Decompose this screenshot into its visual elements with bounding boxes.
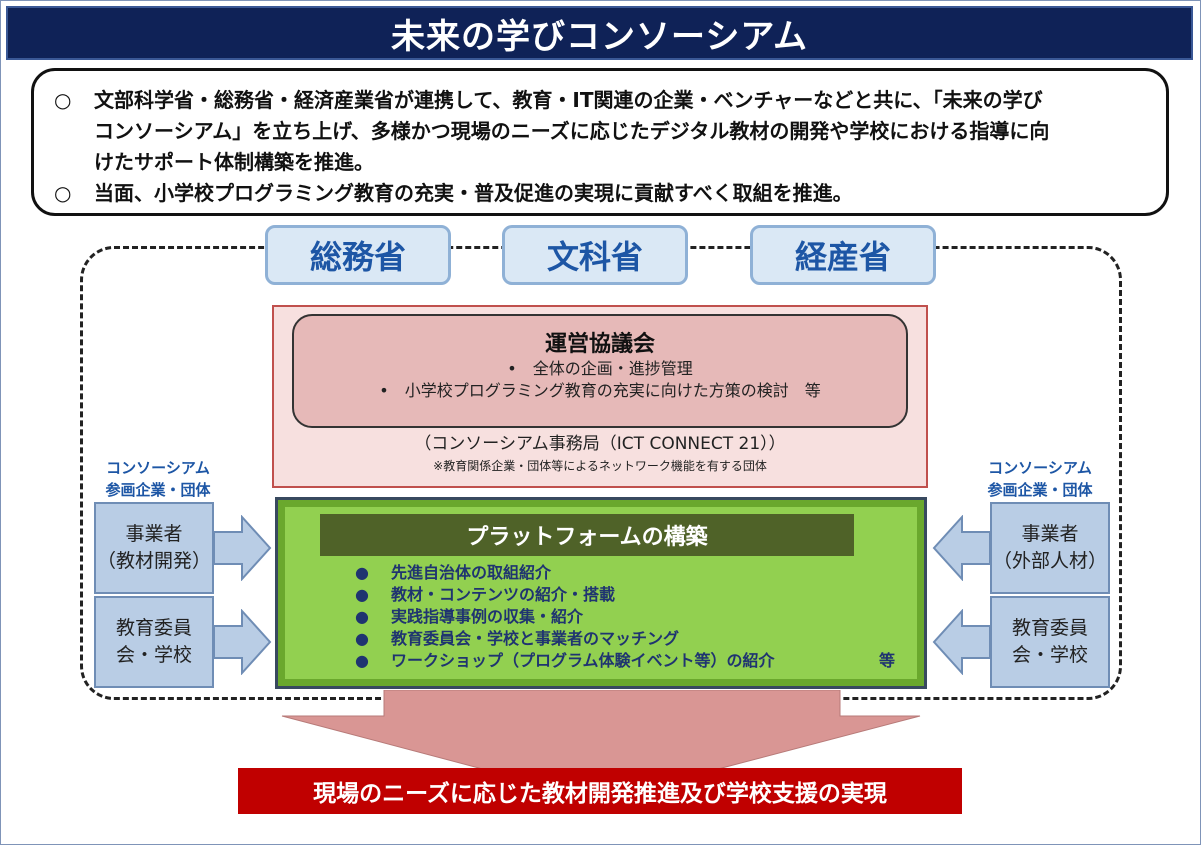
actor-line: 教育委員 (115, 617, 192, 639)
council-item: • 全体の企画・進捗管理 (507, 359, 693, 378)
actor-line: 教育委員 (1011, 617, 1088, 639)
circle-bullet-icon: ○ (54, 181, 72, 205)
platform-item: ● 実践指導事例の収集・紹介 (355, 606, 915, 628)
platform-item-text: 実践指導事例の収集・紹介 (391, 607, 584, 626)
side-label-line: コンソーシアム (988, 459, 1092, 477)
actor-line: 事業者 (1021, 523, 1079, 545)
actor-line: 会・学校 (115, 644, 192, 666)
intro-line: コンソーシアム」を立ち上げ、多様かつ現場のニーズに応じたデジタル教材の開発や学校… (94, 119, 1050, 143)
platform-item-text: 教育委員会・学校と事業者のマッチング (391, 629, 680, 648)
council-item: • 小学校プログラミング教育の充実に向けた方策の検討 等 (379, 381, 821, 400)
intro-text: 文部科学省・総務省・経済産業省が連携して、教育・IT関連の企業・ベンチャーなどと… (94, 85, 1049, 178)
result-banner: 現場のニーズに応じた教材開発推進及び学校支援の実現 (238, 768, 962, 814)
council-note: ※教育関係企業・団体等によるネットワーク機能を有する団体 (433, 459, 767, 473)
side-label-line: 参画企業・団体 (987, 481, 1093, 499)
bullet-dot-icon: ● (355, 563, 369, 582)
side-label-right: コンソーシアム 参画企業・団体 (965, 457, 1115, 501)
actor-right-top: 事業者 （外部人材） (990, 502, 1110, 594)
circle-bullet-icon: ○ (54, 88, 72, 112)
bullet-dot-icon: ● (355, 607, 369, 626)
platform-trailing: 等 (878, 651, 895, 670)
platform-item: ● 先進自治体の取組紹介 (355, 562, 915, 584)
council-box: 運営協議会 • 全体の企画・進捗管理 • 小学校プログラミング教育の充実に向けた… (292, 314, 908, 428)
council-secretariat: （コンソーシアム事務局（ICT CONNECT 21）） (414, 434, 786, 454)
intro-line: 当面、小学校プログラミング教育の充実・普及促進の実現に貢献すべく取組を推進。 (94, 181, 853, 205)
platform-item: ● 教材・コンテンツの紹介・搭載 (355, 584, 915, 606)
platform-list: ● 先進自治体の取組紹介 ● 教材・コンテンツの紹介・搭載 ● 実践指導事例の収集・紹… (355, 562, 915, 672)
platform-item: ● 教育委員会・学校と事業者のマッチング (355, 628, 915, 650)
intro-box: ○ 文部科学省・総務省・経済産業省が連携して、教育・IT関連の企業・ベンチャーな… (31, 68, 1169, 216)
actor-line: 会・学校 (1011, 644, 1088, 666)
side-label-line: 参画企業・団体 (105, 481, 211, 499)
arrow-left-icon (932, 609, 991, 675)
actor-right-bottom: 教育委員会・学校 (990, 596, 1110, 688)
side-label-line: コンソーシアム (106, 459, 210, 477)
platform-item: ● ワークショップ（プログラム体験イベント等）の紹介 等 (355, 650, 915, 672)
big-down-arrow-icon (281, 690, 921, 801)
ministry-soumu: 総務省 (265, 225, 451, 285)
intro-line: 文部科学省・総務省・経済産業省が連携して、教育・IT関連の企業・ベンチャーなどと… (94, 88, 1043, 112)
bullet-dot-icon: ● (355, 629, 369, 648)
arrow-right-icon (213, 515, 272, 581)
platform-item-text: 教材・コンテンツの紹介・搭載 (391, 585, 616, 604)
bullet-dot-icon: ● (355, 585, 369, 604)
actor-line: （教材開発） (96, 550, 211, 572)
actor-left-top: 事業者 （教材開発） (94, 502, 214, 594)
intro-item: ○ 文部科学省・総務省・経済産業省が連携して、教育・IT関連の企業・ベンチャーな… (54, 85, 1146, 178)
ministry-monka: 文科省 (502, 225, 688, 285)
page-title: 未来の学びコンソーシアム (6, 6, 1193, 60)
platform-item-text: ワークショップ（プログラム体験イベント等）の紹介 (391, 651, 775, 670)
actor-left-bottom: 教育委員会・学校 (94, 596, 214, 688)
intro-item: ○ 当面、小学校プログラミング教育の充実・普及促進の実現に貢献すべく取組を推進。 (54, 178, 1146, 209)
intro-line: けたサポート体制構築を推進。 (94, 150, 374, 174)
arrow-right-icon (213, 609, 272, 675)
bullet-dot-icon: ● (355, 651, 369, 670)
side-label-left: コンソーシアム 参画企業・団体 (83, 457, 233, 501)
council-title: 運営協議会 (544, 332, 655, 357)
arrow-left-icon (932, 515, 991, 581)
platform-title: プラットフォームの構築 (320, 514, 854, 556)
ministry-keisan: 経産省 (750, 225, 936, 285)
actor-line: 事業者 (125, 523, 183, 545)
actor-line: （外部人材） (992, 550, 1107, 572)
platform-item-text: 先進自治体の取組紹介 (391, 563, 552, 582)
